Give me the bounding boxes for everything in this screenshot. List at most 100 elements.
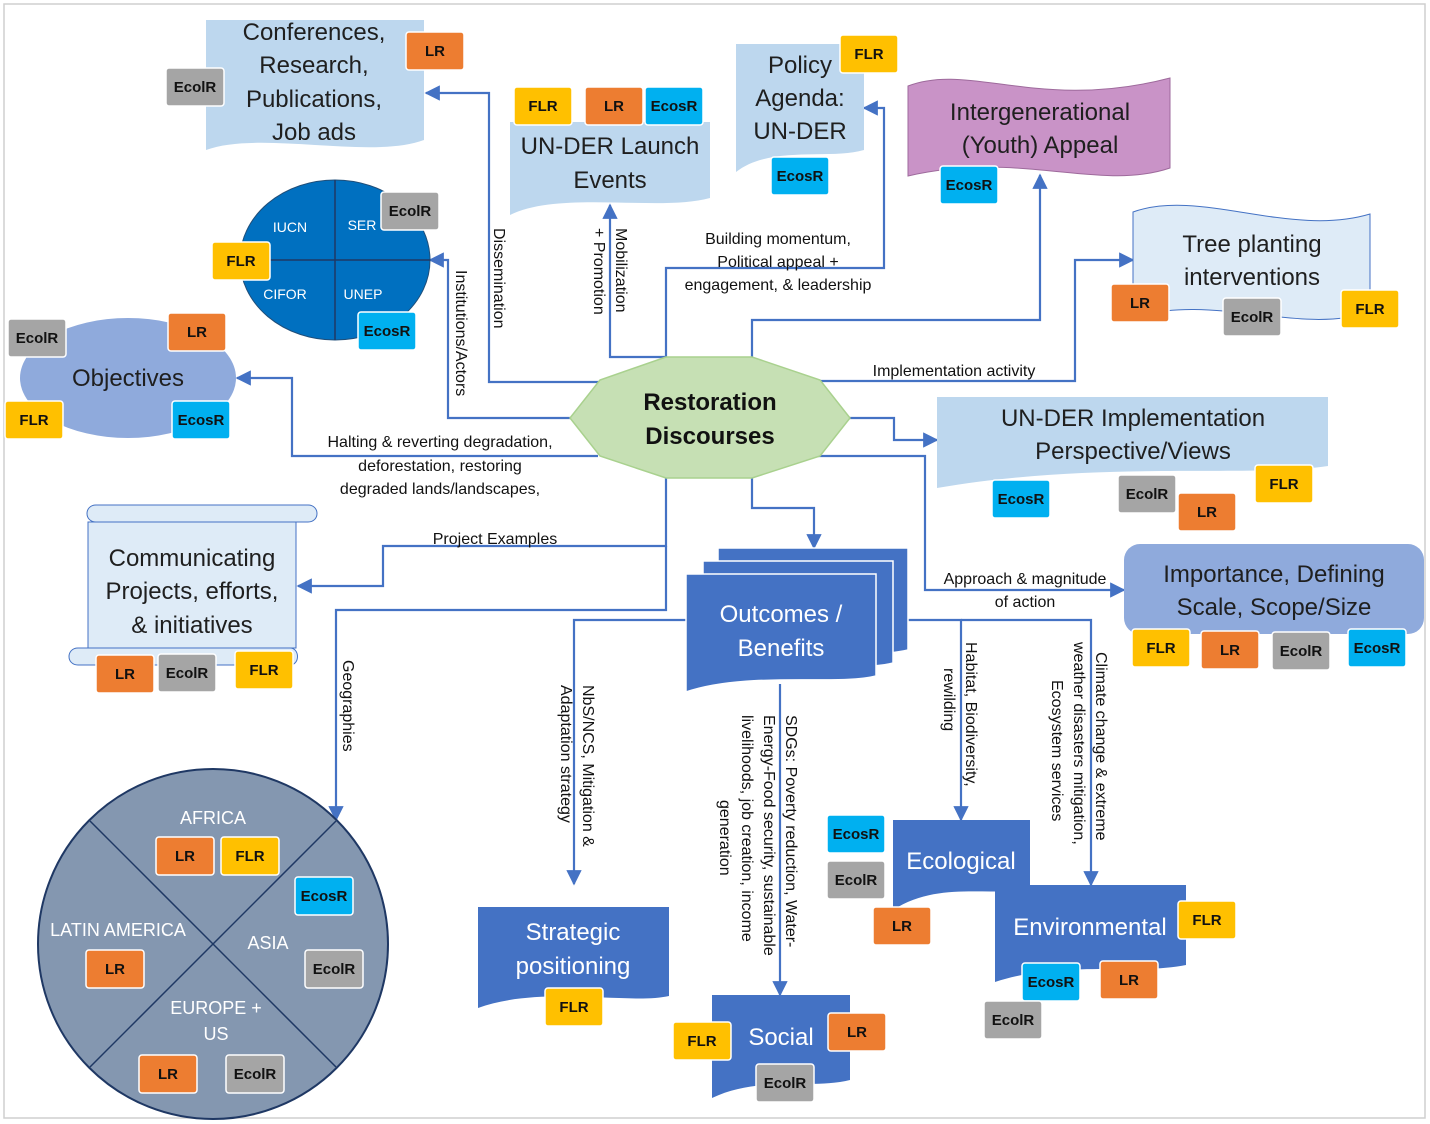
node-importance: Importance, Defining Scale, Scope/Size	[1124, 544, 1424, 634]
svg-text:LR: LR	[115, 666, 135, 683]
tag-lr-objectives: LR	[167, 312, 227, 352]
svg-text:EcolR: EcolR	[764, 1075, 807, 1092]
policy-line2: Agenda:	[755, 85, 844, 112]
node-strategic: Strategic positioning	[478, 907, 669, 1008]
page-border	[3, 3, 1426, 1119]
tag-ecosr-importance: EcosR	[1347, 628, 1407, 668]
svg-text:LR: LR	[105, 961, 125, 978]
geo-africa: AFRICA	[180, 808, 246, 828]
label-momentum-3: engagement, & leadership	[685, 277, 872, 294]
tag-flr-communicating: FLR	[234, 650, 294, 690]
tag-lr-implementation: LR	[1177, 492, 1237, 532]
tag-ecolr-communicating: EcolR	[157, 653, 217, 693]
tag-ecolr-implementation: EcolR	[1117, 474, 1177, 514]
label-project-examples: Project Examples	[433, 531, 558, 548]
svg-text:FLR: FLR	[226, 253, 255, 270]
label-climate-3: Ecosystem services	[1048, 680, 1065, 821]
tag-ecosr-youth: EcosR	[939, 165, 999, 205]
svg-text:LR: LR	[175, 848, 195, 865]
tag-flr-launch: FLR	[513, 86, 573, 126]
label-habitat-1: Habitat, Biodiversity,	[962, 642, 979, 787]
social-title: Social	[748, 1024, 813, 1051]
importance-line2: Scale, Scope/Size	[1177, 594, 1372, 621]
tag-flr-implementation: FLR	[1254, 464, 1314, 504]
svg-text:FLR: FLR	[528, 98, 557, 115]
svg-text:EcosR: EcosR	[364, 323, 411, 340]
label-mobilization-1: Mobilization	[612, 228, 629, 312]
svg-text:FLR: FLR	[19, 412, 48, 429]
tag-lr-europe: LR	[138, 1054, 198, 1094]
node-launch-events: UN-DER Launch Events	[510, 122, 710, 215]
svg-text:LR: LR	[187, 324, 207, 341]
svg-text:EcolR: EcolR	[1126, 486, 1169, 503]
launch-line1: UN-DER Launch	[521, 133, 700, 160]
geo-europe-1: EUROPE +	[170, 998, 262, 1018]
svg-text:EcosR: EcosR	[946, 177, 993, 194]
label-approach-2: of action	[995, 594, 1055, 611]
edge-nbs	[566, 618, 690, 886]
svg-text:EcosR: EcosR	[301, 888, 348, 905]
edge-mobilization	[602, 203, 666, 359]
edge-outcomes	[750, 478, 822, 550]
tag-ecolr-institutions: EcolR	[380, 191, 440, 231]
connectors	[235, 85, 1135, 997]
edge-geographies	[328, 546, 668, 822]
svg-text:EcolR: EcolR	[313, 961, 356, 978]
svg-text:EcolR: EcolR	[174, 79, 217, 96]
launch-line2: Events	[573, 167, 646, 194]
implementation-line2: Perspective/Views	[1035, 438, 1231, 465]
inst-unep: UNEP	[344, 286, 383, 302]
tag-ecolr-environmental: EcolR	[983, 1000, 1043, 1040]
tag-ecosr-objectives: EcosR	[171, 400, 231, 440]
policy-line3: UN-DER	[753, 118, 846, 145]
label-climate-1: Climate change & extreme	[1092, 652, 1109, 841]
tag-lr-latam: LR	[85, 949, 145, 989]
tag-lr-environmental: LR	[1099, 960, 1159, 1000]
tag-ecosr-environmental: EcosR	[1021, 962, 1081, 1002]
conferences-line3: Publications,	[246, 86, 382, 113]
edge-tree	[820, 252, 1135, 383]
label-nbs-2: Adaptation strategy	[557, 685, 574, 823]
node-communicating: Communicating Projects, efforts, & initi…	[68, 504, 318, 666]
svg-text:EcolR: EcolR	[389, 203, 432, 220]
label-nbs-1: NbS/NCS, Mitigation &	[579, 685, 596, 847]
label-implementation-activity: Implementation activity	[873, 363, 1036, 380]
node-environmental: Environmental	[995, 885, 1186, 982]
svg-text:LR: LR	[1130, 295, 1150, 312]
youth-line1: Intergenerational	[950, 99, 1130, 126]
svg-text:EcosR: EcosR	[833, 826, 880, 843]
importance-line1: Importance, Defining	[1163, 561, 1384, 588]
edge-approach	[800, 454, 1126, 598]
ecological-title: Ecological	[906, 848, 1015, 875]
label-sdgs-3: livelihoods, job creation, income	[738, 715, 755, 942]
node-outcomes: Outcomes / Benefits	[685, 547, 909, 694]
tag-ecolr-ecological: EcolR	[826, 860, 886, 900]
svg-text:EcosR: EcosR	[777, 168, 824, 185]
geo-latam: LATIN AMERICA	[50, 920, 186, 940]
conferences-line4: Job ads	[272, 119, 356, 146]
tag-ecosr-ecological: EcosR	[826, 814, 886, 854]
tag-ecolr-objectives: EcolR	[7, 318, 67, 358]
tag-flr-tree: FLR	[1340, 289, 1400, 329]
label-geographies: Geographies	[339, 660, 356, 752]
svg-text:EcolR: EcolR	[835, 872, 878, 889]
node-implementation: UN-DER Implementation Perspective/Views	[937, 397, 1328, 488]
edge-institutions	[428, 252, 600, 420]
tag-flr-social: FLR	[672, 1021, 732, 1061]
svg-text:EcosR: EcosR	[998, 491, 1045, 508]
youth-line2: (Youth) Appeal	[962, 132, 1119, 159]
tag-flr-policy: FLR	[839, 34, 899, 74]
svg-text:FLR: FLR	[559, 999, 588, 1016]
implementation-line1: UN-DER Implementation	[1001, 405, 1265, 432]
edge-implementation	[840, 416, 939, 448]
svg-text:EcolR: EcolR	[992, 1012, 1035, 1029]
conferences-line2: Research,	[259, 52, 368, 79]
tag-flr-africa: FLR	[220, 836, 280, 876]
svg-text:FLR: FLR	[235, 848, 264, 865]
center-node: Restoration Discourses	[569, 356, 851, 479]
label-sdgs-1: SDGs: Poverty reduction, Water-	[782, 715, 799, 947]
tag-flr-importance: FLR	[1131, 628, 1191, 668]
tag-lr-communicating: LR	[95, 654, 155, 694]
label-momentum-2: Political appeal +	[717, 254, 838, 271]
